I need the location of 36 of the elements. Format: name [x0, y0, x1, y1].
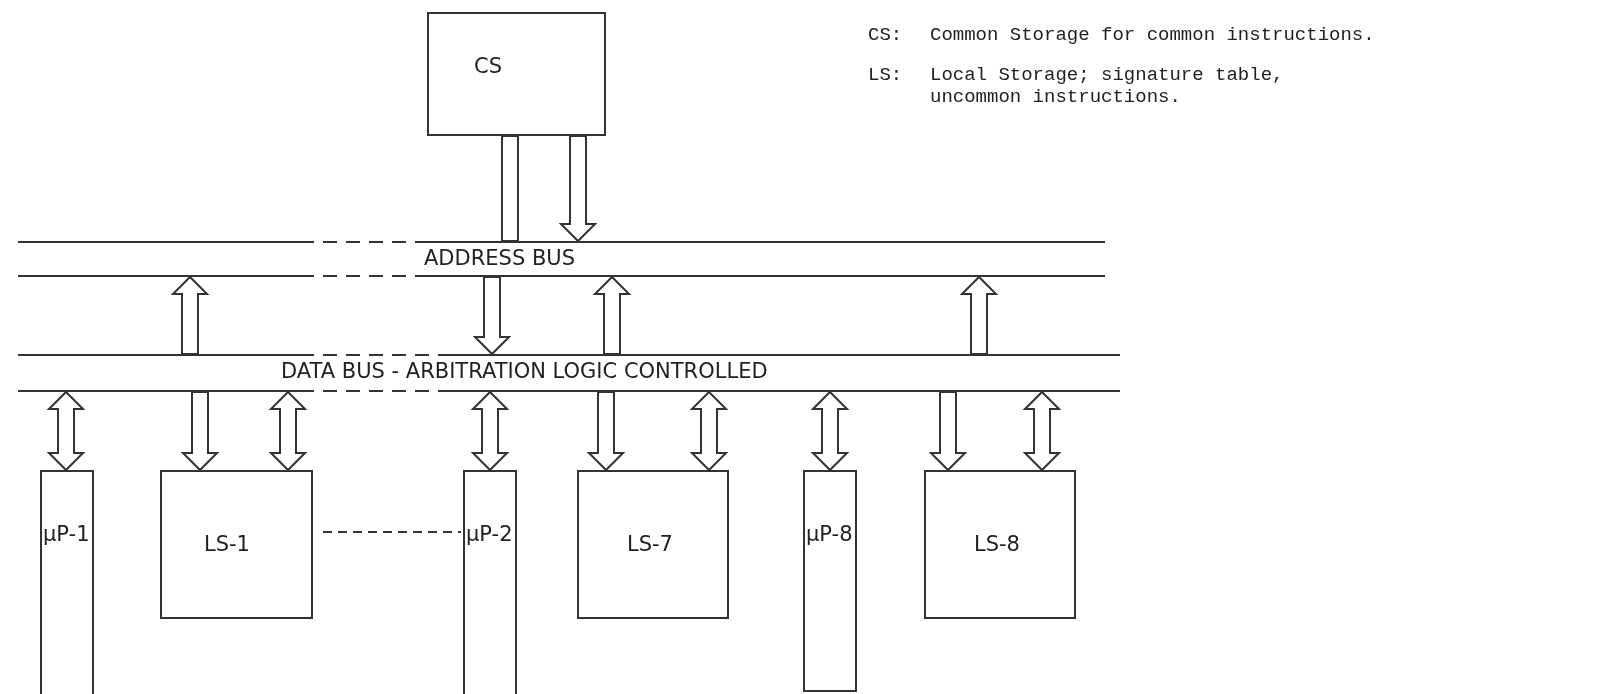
block-arrow	[810, 390, 850, 472]
block-arrow	[46, 390, 86, 472]
block-label: LS-7	[627, 532, 673, 556]
block-label: CS	[474, 54, 502, 78]
block-arrow	[586, 391, 626, 472]
block-box	[40, 470, 94, 694]
connector-line	[322, 531, 462, 533]
block-label: μP-8	[806, 522, 853, 546]
block-arrow	[558, 135, 598, 243]
block-label: μP-1	[43, 522, 90, 546]
block-arrow	[470, 390, 510, 472]
block-box	[803, 470, 857, 692]
block-arrow	[268, 390, 308, 472]
block-box	[463, 470, 517, 694]
block-label: LS-8	[974, 532, 1020, 556]
block-label: μP-2	[466, 522, 513, 546]
bus-connector	[501, 135, 519, 242]
block-arrow	[928, 391, 968, 472]
block-box	[577, 470, 729, 619]
block-arrow	[592, 275, 632, 355]
block-box	[924, 470, 1076, 619]
block-arrow	[689, 390, 729, 472]
note-text: Common Storage for common instructions.	[930, 24, 1375, 46]
block-arrow	[180, 391, 220, 472]
bus-band	[18, 354, 1120, 392]
block-box	[427, 12, 606, 136]
bus-band	[18, 241, 1105, 277]
block-arrow	[1022, 390, 1062, 472]
note-text: CS:	[868, 24, 903, 46]
block-arrow	[959, 275, 999, 355]
block-box	[160, 470, 313, 619]
block-arrow	[472, 276, 512, 356]
note-text: LS:	[868, 64, 903, 86]
block-label: LS-1	[204, 532, 250, 556]
block-arrow	[170, 275, 210, 355]
note-text: Local Storage; signature table, uncommon instructions.	[930, 64, 1285, 108]
